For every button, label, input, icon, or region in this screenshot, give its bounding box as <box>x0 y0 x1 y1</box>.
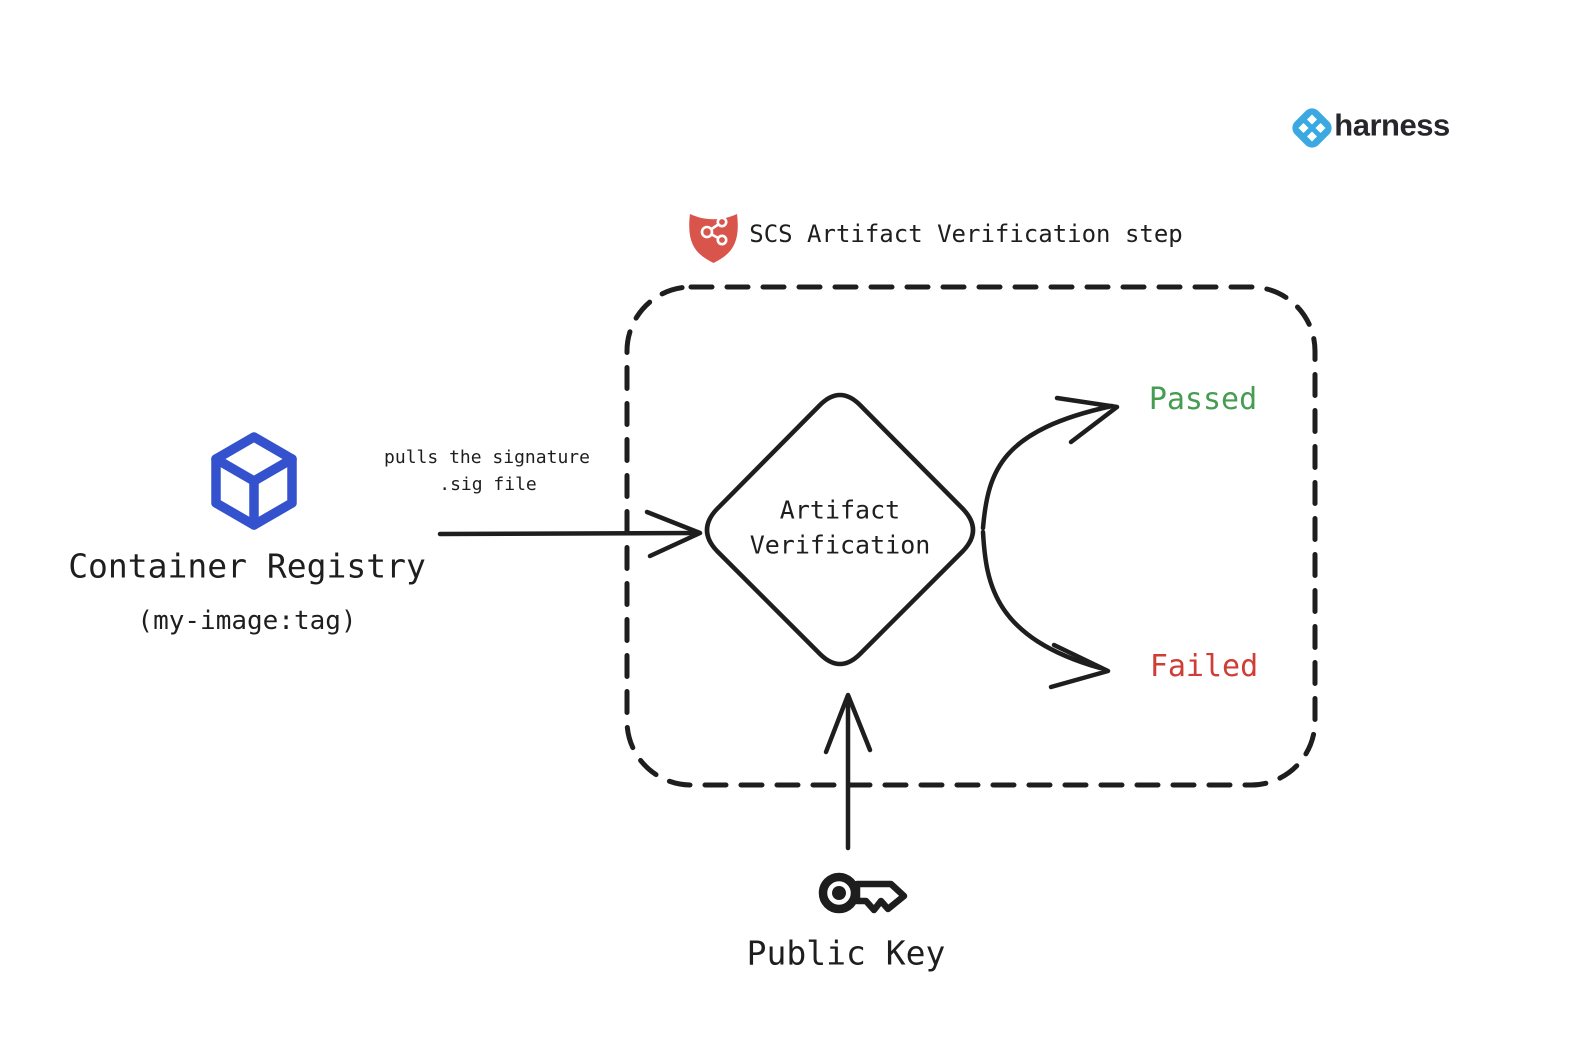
pull-arrow <box>437 509 703 559</box>
passed-outcome-label: Passed <box>1148 382 1258 417</box>
container-registry-label: Container Registry <box>68 546 426 586</box>
cube-icon <box>211 432 297 530</box>
shield-supply-chain-icon <box>689 214 738 263</box>
key-icon <box>818 872 908 914</box>
decision-diamond-shape <box>704 392 976 667</box>
public-key-label: Public Key <box>746 933 946 973</box>
image-tag-label: (my-image:tag) <box>137 606 357 636</box>
harness-wordmark: harness <box>1334 107 1450 143</box>
harness-logo-icon <box>1292 108 1332 148</box>
failed-arrow <box>980 529 1111 690</box>
public-key-arrow <box>823 692 873 851</box>
pull-arrow-label-line1: pulls the signature <box>384 447 590 468</box>
decision-label-line2: Verification <box>749 530 931 560</box>
verification-step-boundary <box>624 284 1318 788</box>
step-title: SCS Artifact Verification step <box>749 220 1183 248</box>
pull-arrow-label-line2: .sig file <box>439 474 537 495</box>
failed-outcome-label: Failed <box>1149 649 1259 684</box>
decision-label-line1: Artifact <box>779 495 901 525</box>
passed-arrow <box>980 395 1120 531</box>
